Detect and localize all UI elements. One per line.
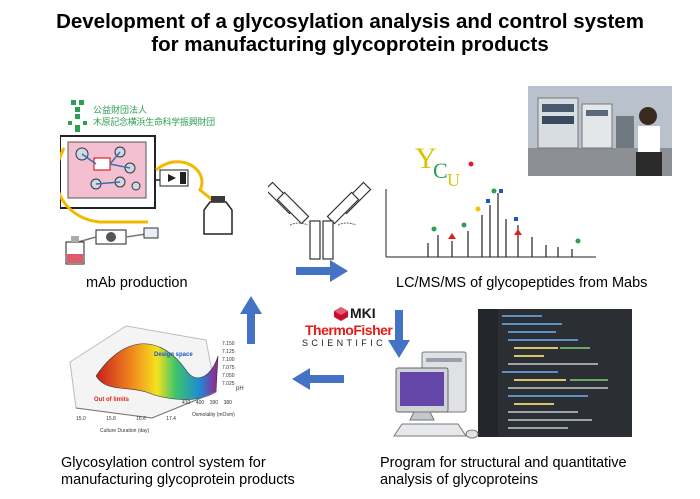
design-space-label: Design space: [154, 352, 193, 358]
x-tick: 17.4: [166, 416, 176, 422]
surface-xlabel: Culture Duration (day): [100, 428, 150, 434]
surface-y-ticks: 410 400 390 380: [182, 400, 232, 406]
mass-spectrum-chart: [385, 188, 596, 258]
mki-logo-text: MKI: [350, 305, 376, 321]
svg-text:U: U: [447, 170, 460, 188]
scientific-logo-text: SCIENTIFIC: [302, 338, 387, 348]
arrow-right-icon: [296, 260, 348, 282]
surface-z-ticks: 7.150 7.125 7.100 7.075 7.050 7.025: [222, 340, 235, 388]
y-tick: 390: [209, 400, 219, 406]
z-tick: 7.100: [222, 357, 235, 363]
foundation-name-line1: 公益財団法人: [93, 106, 148, 116]
x-tick: 16.6: [136, 416, 146, 422]
main-title-line2: for manufacturing glycoprotein products: [151, 33, 549, 56]
z-tick: 7.050: [222, 373, 235, 379]
arrow-down-icon: [388, 310, 410, 358]
caption-lcms: LC/MS/MS of glycopeptides from Mabs: [396, 275, 648, 291]
y-tick: 380: [223, 400, 232, 406]
caption-program-line1: Program for structural and quantitative: [380, 455, 627, 471]
out-of-limits-label: Out of limits: [94, 397, 129, 403]
caption-control-line2: manufacturing glycoprotein products: [61, 472, 295, 488]
computer-icon: [393, 351, 479, 439]
z-tick: 7.150: [222, 341, 235, 347]
x-tick: 15.8: [106, 416, 116, 422]
arrow-left-icon: [292, 368, 344, 390]
lab-instrument-photo: [528, 86, 672, 176]
caption-control-line1: Glycosylation control system for: [61, 455, 266, 471]
arrow-up-icon: [240, 296, 262, 344]
svg-text:Y: Y: [415, 142, 437, 175]
x-tick: 15.0: [76, 416, 86, 422]
code-editor-screenshot: [478, 309, 632, 437]
surface-ylabel: Osmolality (mOsm): [192, 412, 235, 418]
svg-text:C: C: [433, 158, 448, 183]
z-tick: 7.125: [222, 349, 235, 355]
thermofisher-logo-text: ThermoFisher: [305, 322, 393, 338]
mab-production-schematic: [60, 135, 233, 265]
y-tick: 410: [182, 400, 191, 406]
surface-zlabel: pH: [236, 386, 244, 392]
z-tick: 7.025: [222, 381, 235, 387]
foundation-name-line2: 木原記念横浜生命科学振興財団: [93, 118, 215, 128]
main-title-line1: Development of a glycosylation analysis …: [56, 10, 644, 33]
design-space-surface-plot: [69, 325, 219, 419]
surface-x-ticks: 15.0 15.8 16.6 17.4: [76, 416, 176, 422]
mki-logo-icon: [334, 307, 348, 321]
caption-program-line2: analysis of glycoproteins: [380, 472, 538, 488]
foundation-logo-icon: [65, 98, 105, 134]
caption-mab-production: mAb production: [86, 275, 188, 291]
y-tick: 400: [195, 400, 205, 406]
antibody-icon: [268, 181, 372, 260]
ycu-logo-icon: Y C U: [415, 140, 475, 190]
z-tick: 7.075: [222, 365, 235, 371]
